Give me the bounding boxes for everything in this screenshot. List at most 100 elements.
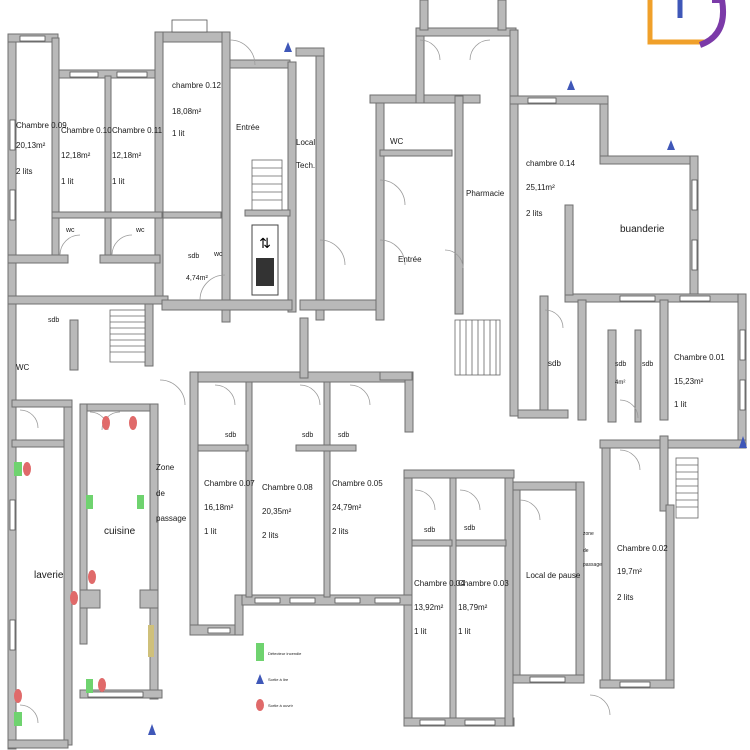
zone-passage-small-2: de <box>583 548 589 554</box>
room-chambre-012: chambre 0.12 18,08m² 1 lit <box>172 81 221 138</box>
legend-item-2: Sortie à lire <box>268 677 289 682</box>
entree-label-2: Entrée <box>398 255 422 264</box>
logo-purple-shape <box>698 0 726 48</box>
buanderie-label: buanderie <box>620 224 665 235</box>
wc-label-011: wc <box>135 227 145 234</box>
legend-alarm-dot-icon <box>256 699 264 711</box>
exit-triangle-icon <box>567 80 575 90</box>
room-beds: 1 lit <box>674 400 687 409</box>
room-chambre-011: Chambre 0.11 12,18m² 1 lit <box>112 126 163 186</box>
room-area: 18,79m² <box>458 603 488 612</box>
room-beds: 1 lit <box>61 177 74 186</box>
wc-label-left: WC <box>16 363 30 372</box>
sdb-label-003: sdb <box>464 525 475 532</box>
sdb-area-a: 4m² <box>615 380 625 386</box>
legend-detector-swatch <box>256 643 264 661</box>
zone-passage-small-1: zone <box>583 531 594 537</box>
alarm-dot-icon <box>23 462 31 476</box>
room-name: Chambre 0.05 <box>332 479 383 488</box>
room-chambre-007: Chambre 0.07 16,18m² 1 lit <box>204 479 255 536</box>
room-chambre-009: Chambre 0.09 20,13m² 2 lits <box>16 121 67 176</box>
sdb-label-014: sdb <box>548 359 561 368</box>
legend-exit-triangle-icon <box>256 674 264 684</box>
room-beds: 1 lit <box>414 627 427 636</box>
local-tech-label-2: Tech. <box>296 161 315 170</box>
sdb-label-004: sdb <box>424 527 435 534</box>
fire-alarm-dots <box>14 416 137 703</box>
door-swings <box>19 39 641 724</box>
room-name: Chambre 0.09 <box>16 121 67 130</box>
elevator-icon: ⇅ <box>251 224 279 296</box>
laverie-label: laverie <box>34 570 64 581</box>
detector-icon <box>86 679 93 693</box>
room-chambre-004: Chambre 0.04 13,92m² 1 lit <box>414 579 465 636</box>
sdb-label-012: sdb <box>188 253 199 260</box>
alarm-dot-icon <box>70 591 78 605</box>
room-chambre-002: Chambre 0.02 19,7m² 2 lits <box>617 544 668 602</box>
room-name: Chambre 0.08 <box>262 483 313 492</box>
room-name: Chambre 0.04 <box>414 579 465 588</box>
room-beds: 2 lits <box>617 593 633 602</box>
room-beds: 1 lit <box>458 627 471 636</box>
room-area: 13,92m² <box>414 603 444 612</box>
legend-item-3: Sortie à ouvrir <box>268 703 294 708</box>
sdb-label-a: sdb <box>615 361 626 368</box>
room-chambre-014: chambre 0.14 25,11m² 2 lits <box>526 159 575 218</box>
sdb-label-009: sdb <box>48 317 59 324</box>
room-name: Chambre 0.02 <box>617 544 668 553</box>
room-beds: 1 lit <box>112 177 125 186</box>
alarm-dot-icon <box>88 570 96 584</box>
walls <box>7 0 747 750</box>
room-chambre-008: Chambre 0.08 20,35m² 2 lits <box>262 483 313 540</box>
room-name: Chambre 0.07 <box>204 479 255 488</box>
room-area: 12,18m² <box>61 151 91 160</box>
stairs <box>109 159 699 519</box>
room-name: Chambre 0.11 <box>112 126 163 135</box>
windows <box>9 19 746 726</box>
logo <box>647 0 726 48</box>
room-area: 15,23m² <box>674 377 704 386</box>
room-chambre-010: Chambre 0.10 12,18m² 1 lit <box>61 126 112 186</box>
room-chambre-003: Chambre 0.03 18,79m² 1 lit <box>458 579 509 636</box>
svg-text:⇅: ⇅ <box>259 236 271 252</box>
room-beds: 1 lit <box>172 129 185 138</box>
room-name: Chambre 0.03 <box>458 579 509 588</box>
sdb-label-001: sdb <box>642 361 653 368</box>
sdb-label-008: sdb <box>302 432 313 439</box>
zone-passage-label-1: Zone <box>156 463 175 472</box>
room-beds: 2 lits <box>262 531 278 540</box>
room-area: 16,18m² <box>204 503 234 512</box>
exit-markers <box>148 42 747 735</box>
room-area: 20,35m² <box>262 507 292 516</box>
room-area: 19,7m² <box>617 567 642 576</box>
wc-label-top: WC <box>390 137 404 146</box>
fire-detectors <box>14 462 154 726</box>
zone-passage-label-2: de <box>156 489 165 498</box>
exit-triangle-icon <box>739 436 747 448</box>
exit-triangle-icon <box>148 724 156 735</box>
zone-passage-small-3: passage <box>583 562 602 568</box>
local-pause-label: Local de pause <box>526 571 581 580</box>
pharmacie-label: Pharmacie <box>466 189 505 198</box>
room-name: Chambre 0.10 <box>61 126 112 135</box>
alarm-dot-icon <box>98 678 106 692</box>
logo-orange-shape <box>647 0 705 45</box>
room-beds: 1 lit <box>204 527 217 536</box>
detector-icon <box>86 495 93 509</box>
room-beds: 2 lits <box>526 209 542 218</box>
sdb-label-007: sdb <box>225 432 236 439</box>
room-name: chambre 0.12 <box>172 81 221 90</box>
alarm-dot-icon <box>102 416 110 430</box>
room-name: Chambre 0.01 <box>674 353 725 362</box>
wc-label-012: wc <box>213 251 223 258</box>
legend: Détecteur incendie Sortie à lire Sortie … <box>256 643 302 711</box>
detector-icon <box>14 462 22 476</box>
cuisine-label: cuisine <box>104 526 136 537</box>
sdb-area-012: 4,74m² <box>186 275 208 282</box>
detector-icon <box>137 495 144 509</box>
room-chambre-001: Chambre 0.01 15,23m² 1 lit <box>674 353 725 409</box>
room-area: 18,08m² <box>172 107 202 116</box>
sdb-label-005: sdb <box>338 432 349 439</box>
room-area: 12,18m² <box>112 151 142 160</box>
